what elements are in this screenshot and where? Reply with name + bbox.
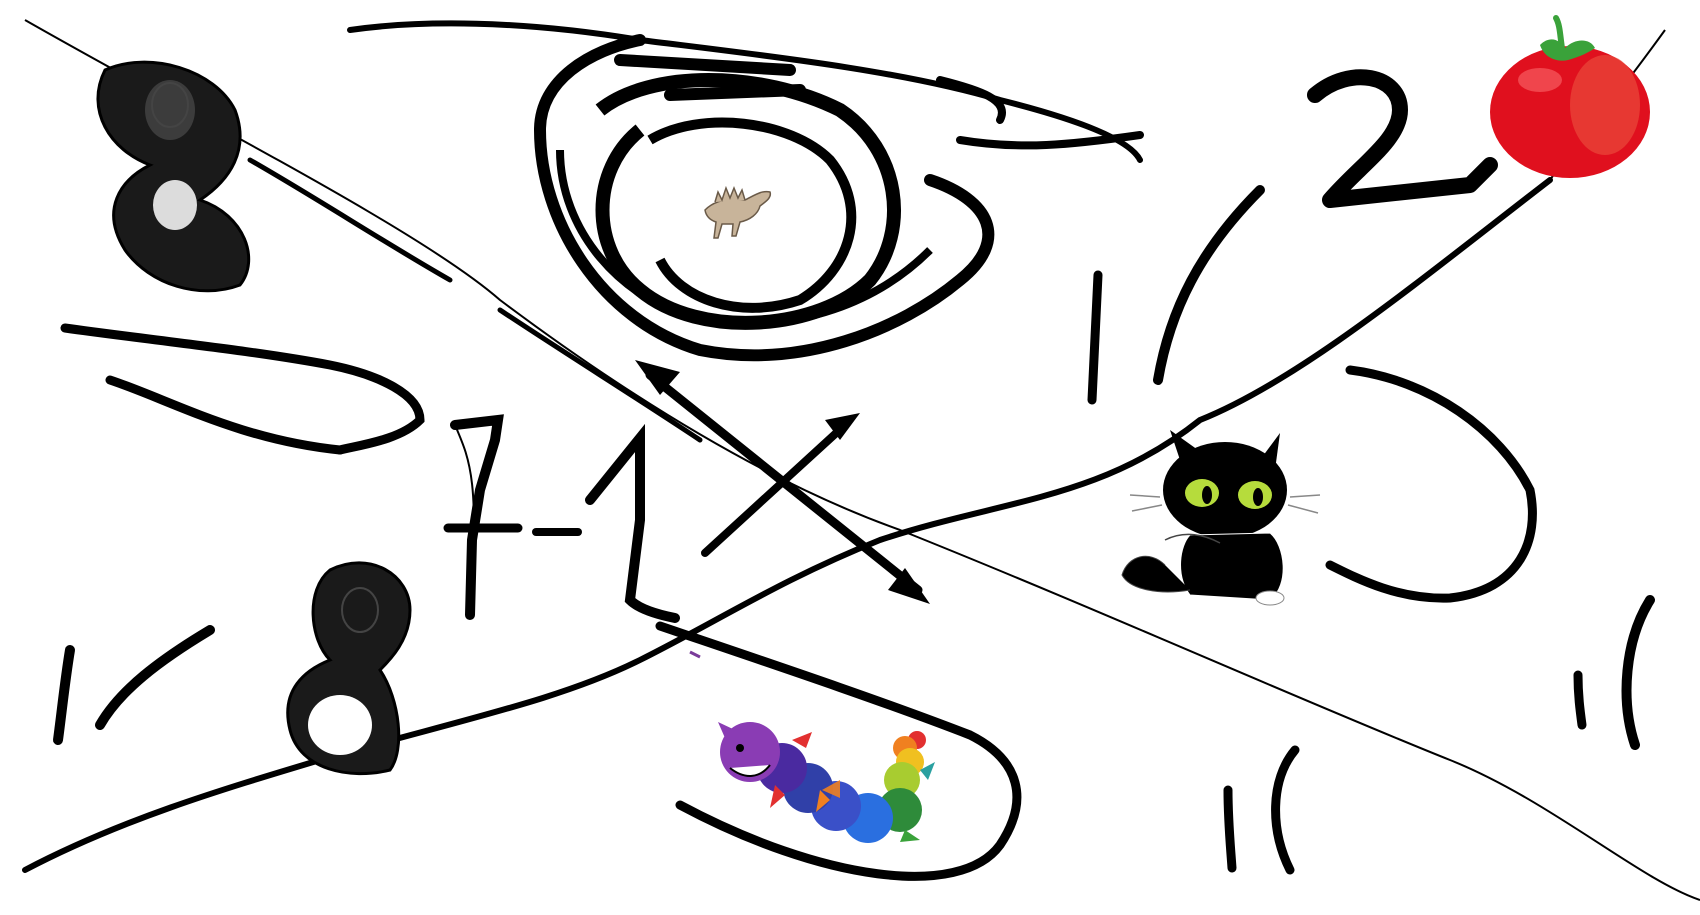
left-bracket-stroke-upper	[60, 323, 425, 455]
scribble-eight-top	[96, 60, 251, 293]
rainbow-caterpillar-icon[interactable]	[718, 722, 935, 843]
tally-marks-bottom-right	[1223, 745, 1300, 875]
arrow-x	[635, 360, 930, 604]
stegosaurus-icon[interactable]	[704, 185, 772, 239]
scribble-eight-bottom	[286, 561, 412, 776]
tiny-stray-mark	[689, 650, 701, 659]
scribble-seven	[443, 414, 523, 620]
tomato-icon[interactable]	[1490, 15, 1650, 178]
tally-marks-left	[53, 625, 215, 745]
tally-marks-top-right	[1087, 185, 1265, 405]
right-bracket-curve	[1325, 365, 1537, 603]
long-diagonal-line	[24, 19, 1700, 901]
scribble-swirl	[347, 20, 1144, 362]
scribble-one	[585, 423, 680, 623]
long-rising-curve	[22, 177, 1553, 873]
tally-marks-far-right	[1573, 595, 1655, 750]
bottom-bracket-stroke	[655, 621, 1022, 881]
scribble-two	[1307, 69, 1498, 208]
left-bracket-stroke-lower	[105, 375, 345, 455]
black-cat-icon[interactable]	[1121, 430, 1321, 606]
diagonal-thick-segment	[247, 157, 703, 443]
